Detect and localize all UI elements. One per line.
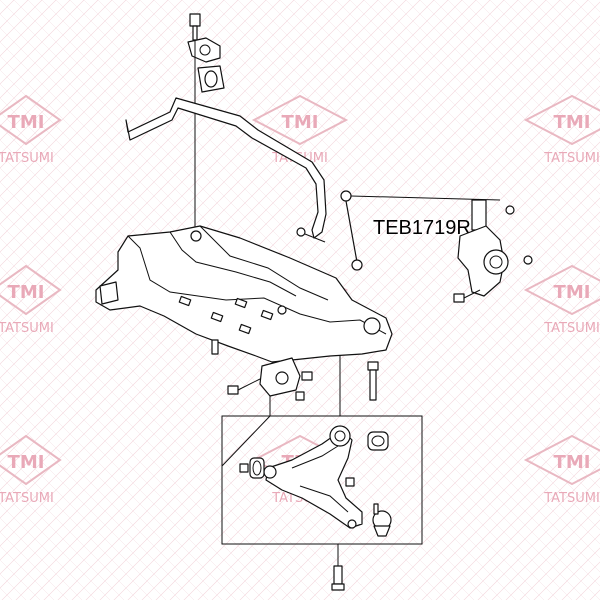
stabilizer-bracket (187, 37, 221, 63)
control-arm-bolt (345, 477, 355, 487)
watermark-logo-text: TMI (8, 112, 45, 133)
watermark-brand-text: TATSUMI (543, 321, 600, 336)
watermark-logo-text: TMI (554, 452, 591, 473)
control-arm-front-bushing (249, 457, 265, 479)
watermark-logo-text: TMI (282, 112, 319, 133)
stabilizer-link-left (296, 227, 326, 243)
subframe-bolt-rear (227, 377, 263, 395)
watermark-logo-text: TMI (8, 282, 45, 303)
watermark-logo-top-right: TMI TATSUMI (523, 94, 600, 166)
stabilizer-bushing (197, 65, 225, 93)
watermark-brand-text: TATSUMI (0, 491, 54, 506)
watermark-logo-bottom-right: TMI TATSUMI (523, 434, 600, 506)
knuckle-bolt (453, 289, 481, 303)
watermark-logo-top-left: TMI TATSUMI (0, 94, 62, 166)
steering-knuckle (457, 199, 533, 297)
watermark-logo-middle-right: TMI TATSUMI (523, 264, 600, 336)
control-arm-detail-frame (221, 415, 423, 545)
frame-leader (221, 415, 271, 467)
watermark-logo-text: TMI (554, 282, 591, 303)
lower-arm-mounting-bolt (331, 565, 345, 591)
ball-joint (347, 503, 392, 537)
watermark-logo-text: TMI (554, 112, 591, 133)
watermark-brand-text: TATSUMI (543, 151, 600, 166)
subframe-nut-lower (295, 391, 305, 401)
lower-control-arm (263, 425, 363, 529)
watermark-brand-text: TATSUMI (543, 491, 600, 506)
subframe-bolt-left (211, 339, 219, 355)
watermark-logo-middle-left: TMI TATSUMI (0, 264, 62, 336)
rear-mount-bracket (259, 357, 301, 397)
subframe-bolt-right (367, 361, 379, 401)
control-arm-nut (239, 463, 249, 473)
subframe-nut-center (301, 371, 313, 381)
watermark-logo-bottom-left: TMI TATSUMI (0, 434, 62, 506)
stabilizer-link-teb1719r (340, 190, 501, 271)
watermark-brand-text: TATSUMI (0, 321, 54, 336)
front-subframe (95, 225, 393, 363)
watermark-logo-text: TMI (8, 452, 45, 473)
stabilizer-mount-bolt (189, 13, 201, 41)
part-number-callout: TEB1719R (373, 217, 471, 239)
watermark-brand-text: TATSUMI (0, 151, 54, 166)
control-arm-rear-bushing (367, 431, 389, 451)
